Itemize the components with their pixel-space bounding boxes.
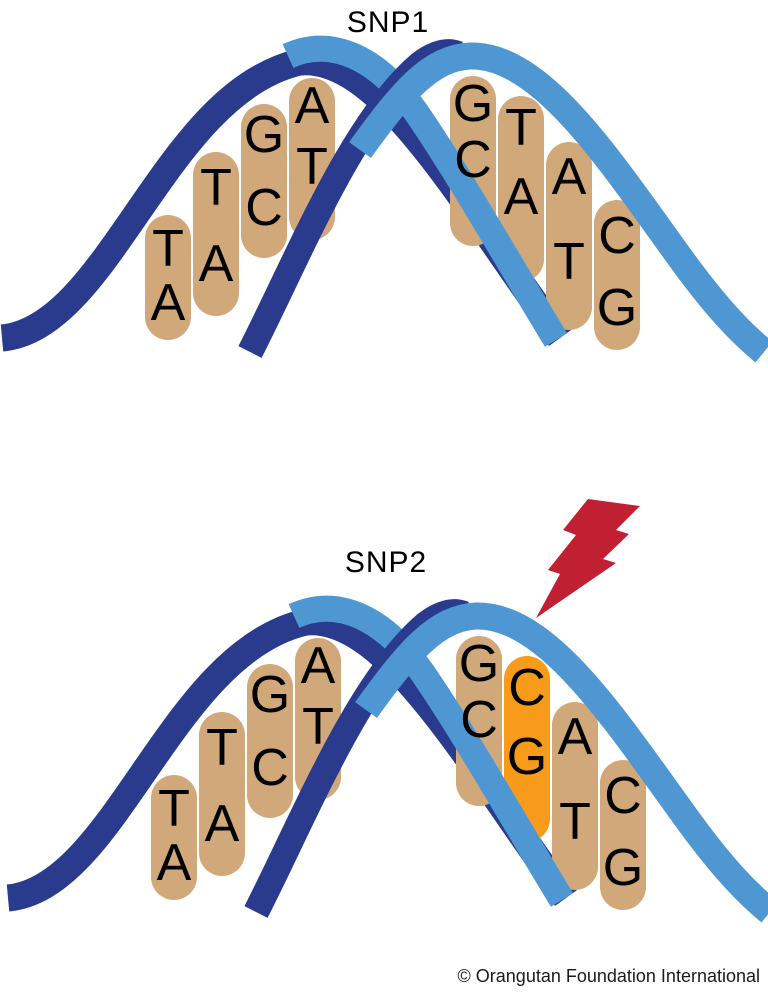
- panel-title-snp2: SNP2: [344, 546, 428, 579]
- base-letter: G: [244, 106, 284, 164]
- base-letter: A: [295, 77, 330, 135]
- base-letter: A: [205, 795, 240, 853]
- base-pair-bar: [199, 712, 245, 876]
- base-letter: T: [158, 780, 190, 838]
- base-letter: A: [199, 235, 234, 293]
- base-pair-highlighted: [504, 656, 550, 842]
- base-letter: C: [460, 691, 498, 749]
- base-pairs-front: [145, 104, 287, 340]
- base-letter: G: [603, 839, 643, 897]
- base-letter: A: [558, 708, 593, 766]
- base-letter: A: [504, 168, 539, 226]
- base-letter: A: [151, 274, 186, 332]
- base-letter: C: [598, 207, 636, 265]
- base-letter: T: [152, 220, 184, 278]
- base-pair-bar: [145, 215, 191, 340]
- base-pair-bar: [600, 760, 646, 910]
- base-letter: G: [507, 728, 547, 786]
- base-letter: C: [251, 739, 289, 797]
- base-pair-bar: [247, 664, 293, 818]
- base-pair-bar: [241, 104, 287, 258]
- base-pairs-front: [151, 664, 293, 900]
- base-letter: G: [453, 75, 493, 133]
- base-letter: T: [200, 159, 232, 217]
- copyright-credit: © Orangutan Foundation International: [457, 966, 760, 986]
- dna-strand-light-right-arch: [355, 602, 768, 923]
- base-letter: T: [296, 138, 328, 196]
- dna-strand-light-descent: [282, 35, 568, 347]
- lightning-bolt-icon: [536, 499, 640, 618]
- base-pair-bar: [151, 775, 197, 900]
- base-letter: T: [505, 99, 537, 157]
- base-pair-bar: [498, 96, 544, 282]
- base-letter: A: [157, 834, 192, 892]
- base-letter: A: [301, 637, 336, 695]
- base-pair-bar: [552, 702, 598, 890]
- base-pair-bar: [546, 142, 592, 330]
- base-letter: C: [454, 131, 492, 189]
- base-letter: C: [245, 179, 283, 237]
- base-letter: C: [508, 659, 546, 717]
- base-letter: G: [459, 635, 499, 693]
- dna-strand-light-descent: [288, 595, 574, 907]
- base-pair-bar: [193, 152, 239, 316]
- base-letter: T: [559, 793, 591, 851]
- base-letter: C: [604, 767, 642, 825]
- base-letter: G: [597, 279, 637, 337]
- base-letter: T: [553, 233, 585, 291]
- base-letter: A: [552, 148, 587, 206]
- dna-strand-light-right-arch: [349, 42, 768, 363]
- base-letter: G: [250, 666, 290, 724]
- base-pair-bar: [594, 200, 640, 350]
- base-letter: T: [206, 719, 238, 777]
- base-letter: T: [302, 698, 334, 756]
- panel-title-snp1: SNP1: [346, 6, 430, 39]
